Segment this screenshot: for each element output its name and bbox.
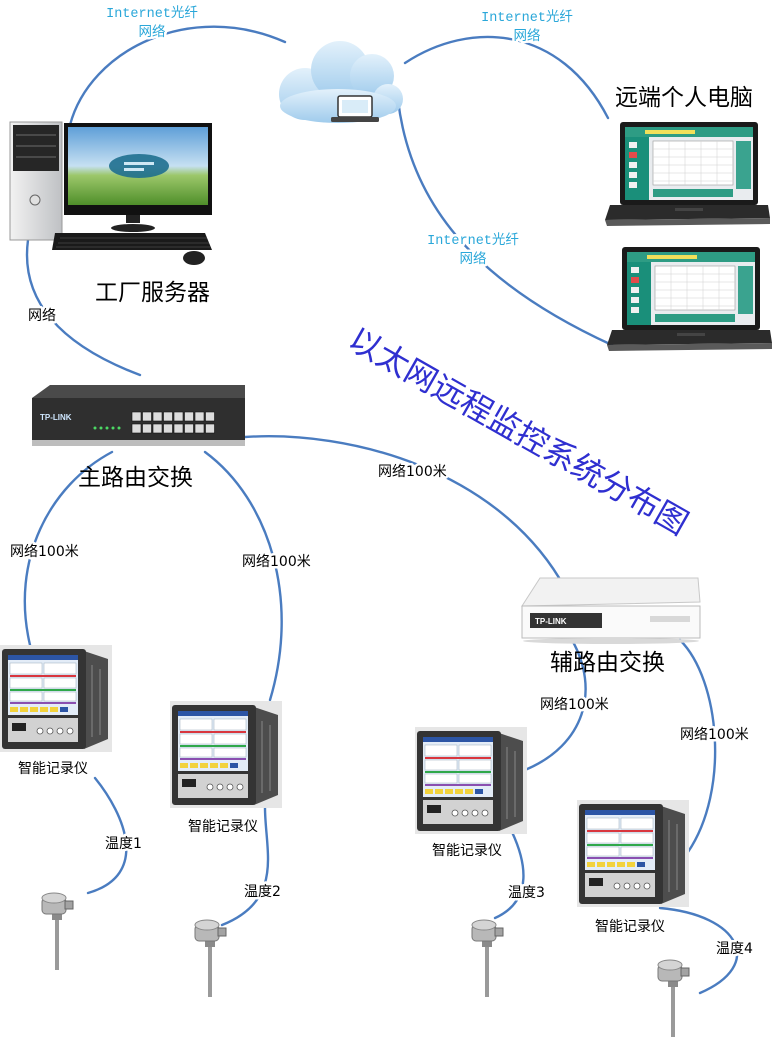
recorder-link-label: 网络100米 xyxy=(242,554,311,570)
internet-link-line2: 网络 xyxy=(139,24,166,41)
switch-brand-logo: TP-LINK xyxy=(40,413,72,422)
sensor-label: 温度3 xyxy=(508,885,545,901)
recorder-link-label: 网络100米 xyxy=(540,697,609,713)
desktop-computer-icon xyxy=(9,121,212,265)
link-line xyxy=(23,450,114,647)
aux-switch-label: 辅路由交换 xyxy=(550,650,665,676)
main-switch-label: 主路由交换 xyxy=(78,465,193,491)
link-line xyxy=(658,906,739,995)
switch-brand-logo: TP-LINK xyxy=(535,617,567,626)
network-switch-icon: TP-LINK xyxy=(32,385,245,446)
sensor-label: 温度4 xyxy=(716,941,753,957)
recorder-icon xyxy=(169,700,283,809)
internet-link-line1: Internet光纤 xyxy=(106,5,198,22)
internet-link-line2: 网络 xyxy=(514,28,542,45)
recorder-label: 智能记录仪 xyxy=(18,761,88,777)
recorder-link-label: 网络100米 xyxy=(10,544,79,560)
recorder-label: 智能记录仪 xyxy=(595,919,665,935)
temperature-sensor-icon xyxy=(41,892,74,971)
temperature-sensor-icon xyxy=(657,959,690,1038)
link-line xyxy=(396,98,614,347)
recorder-icon xyxy=(576,799,690,908)
temperature-sensor-icon xyxy=(471,919,504,998)
cloud-icon xyxy=(279,41,403,123)
links xyxy=(23,25,739,995)
internet-link-line1: Internet光纤 xyxy=(481,9,573,26)
link-line xyxy=(25,238,142,377)
recorder-label: 智能记录仪 xyxy=(188,819,258,835)
link-line xyxy=(86,776,128,895)
remote-pc-label: 远端个人电脑 xyxy=(615,85,753,111)
recorder-icon xyxy=(0,644,113,753)
link-line xyxy=(403,35,610,120)
internet-link-label: Internet光纤 网络 xyxy=(425,230,522,271)
factory-server-label: 工厂服务器 xyxy=(95,280,210,306)
sensor-label: 温度1 xyxy=(105,836,142,852)
diagram-title: 以太网远程监控系统分布图 xyxy=(342,320,695,543)
link-line xyxy=(493,830,525,920)
link-line xyxy=(678,638,717,854)
link-line xyxy=(220,806,270,927)
link-line xyxy=(523,638,587,772)
internet-link-label: Internet光纤 网络 xyxy=(104,3,201,44)
internet-link-label: Internet光纤 网络 xyxy=(479,7,576,48)
laptop-icon xyxy=(604,121,771,227)
recorder-icon xyxy=(414,726,528,835)
server-link-label: 网络 xyxy=(28,308,56,324)
laptop-icon xyxy=(606,246,773,352)
internet-link-line2: 网络 xyxy=(460,251,487,268)
recorder-link-label: 网络100米 xyxy=(680,727,749,743)
sensor-label: 温度2 xyxy=(244,884,281,900)
trunk-link-label: 网络100米 xyxy=(378,464,447,480)
network-switch-icon: TP-LINK xyxy=(521,577,701,644)
temperature-sensor-icon xyxy=(194,919,227,998)
link-line xyxy=(68,25,287,127)
recorder-label: 智能记录仪 xyxy=(432,843,502,859)
internet-link-line1: Internet光纤 xyxy=(427,232,519,249)
link-line xyxy=(243,435,567,590)
link-line xyxy=(203,450,283,702)
